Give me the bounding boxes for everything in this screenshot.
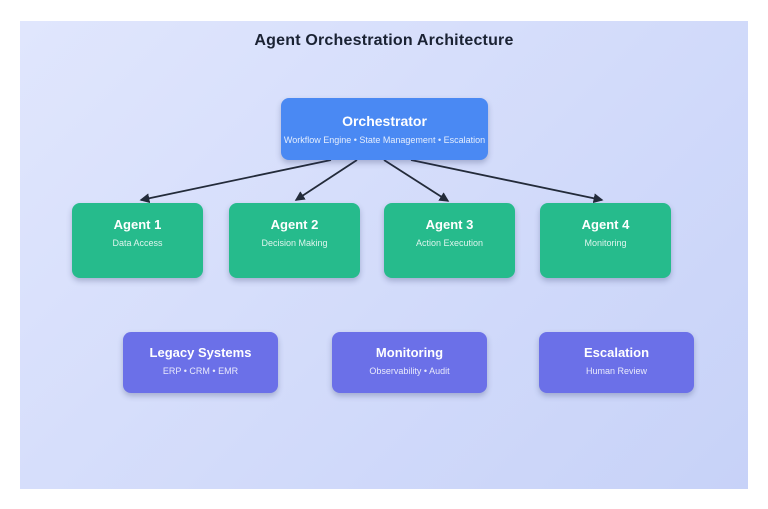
diagram-canvas: Agent Orchestration Architecture Orchest… (20, 21, 748, 489)
agent-2-title: Agent 2 (270, 217, 319, 232)
agent-3-title: Agent 3 (425, 217, 474, 232)
agent-4-title: Agent 4 (581, 217, 630, 232)
edge-orchestrator-agent4 (410, 159, 604, 204)
agent-2-node: Agent 2 Decision Making (229, 203, 360, 278)
agent-2-subtitle: Decision Making (261, 238, 328, 248)
orchestrator-title: Orchestrator (342, 113, 427, 129)
orchestrator-subtitle: Workflow Engine • State Management • Esc… (283, 135, 486, 145)
monitoring-node: Monitoring Observability • Audit (332, 332, 487, 393)
monitoring-subtitle: Observability • Audit (369, 366, 450, 376)
edge-orchestrator-agent3 (383, 159, 450, 202)
agent-4-subtitle: Monitoring (584, 238, 627, 248)
edge-orchestrator-agent1 (139, 159, 332, 204)
legacy-systems-subtitle: ERP • CRM • EMR (162, 366, 239, 376)
legacy-systems-node: Legacy Systems ERP • CRM • EMR (123, 332, 278, 393)
agent-1-node: Agent 1 Data Access (72, 203, 203, 278)
edge-orchestrator-agent2 (294, 159, 358, 201)
escalation-title: Escalation (583, 345, 650, 360)
agent-4-node: Agent 4 Monitoring (540, 203, 671, 278)
orchestrator-node: Orchestrator Workflow Engine • State Man… (281, 98, 488, 160)
agent-3-node: Agent 3 Action Execution (384, 203, 515, 278)
agent-1-subtitle: Data Access (112, 238, 163, 248)
agent-1-title: Agent 1 (113, 217, 162, 232)
diagram-title: Agent Orchestration Architecture (254, 32, 514, 49)
escalation-subtitle: Human Review (585, 366, 648, 376)
agent-3-subtitle: Action Execution (415, 238, 484, 248)
escalation-node: Escalation Human Review (539, 332, 694, 393)
monitoring-title: Monitoring (375, 345, 444, 360)
legacy-systems-title: Legacy Systems (149, 345, 252, 360)
